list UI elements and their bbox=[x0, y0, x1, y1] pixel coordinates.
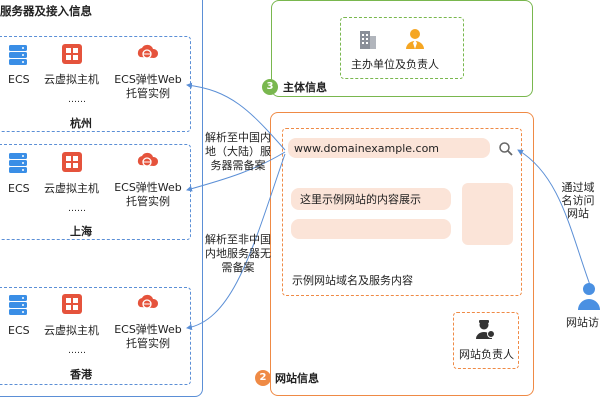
url-text[interactable]: www.domainexample.com bbox=[294, 142, 440, 155]
owner-label: 网站负责人 bbox=[459, 348, 514, 361]
web-cloud-icon bbox=[137, 44, 159, 59]
vhost-label: 云虚拟主机 bbox=[44, 73, 99, 86]
visit-note-line2: 名访问 bbox=[561, 194, 595, 207]
visitor-label: 网站访 bbox=[566, 316, 599, 329]
website-caption: 示例网站域名及服务内容 bbox=[292, 274, 413, 287]
subject-badge: 3 bbox=[262, 79, 278, 95]
website-badge: 2 bbox=[255, 370, 271, 386]
ecs-label: ECS bbox=[8, 73, 30, 86]
mainland-note-line1: 解析至中国内 bbox=[205, 131, 271, 144]
subject-panel-title: 主体信息 bbox=[283, 81, 327, 94]
region-label: 香港 bbox=[70, 368, 92, 381]
web-label-line2: 托管实例 bbox=[126, 337, 170, 350]
mainland-note-line2: 地（大陆）服 bbox=[205, 145, 271, 158]
web-label-line1: ECS弹性Web bbox=[114, 323, 182, 336]
placeholder-bar bbox=[291, 219, 451, 239]
content-bar bbox=[291, 188, 451, 210]
website-mock-frame bbox=[282, 128, 522, 296]
ecs-label: ECS bbox=[8, 324, 30, 337]
ecs-label: ECS bbox=[8, 182, 30, 195]
visit-note-line1: 通过域 bbox=[561, 181, 595, 194]
dots-label: …… bbox=[68, 346, 86, 356]
visitor-icon bbox=[578, 283, 600, 310]
subject-panel bbox=[271, 0, 533, 97]
subject-label: 主办单位及负责人 bbox=[351, 58, 439, 71]
web-label-line2: 托管实例 bbox=[126, 87, 170, 100]
placeholder-image bbox=[462, 183, 513, 245]
website-panel-title: 网站信息 bbox=[275, 372, 319, 385]
server-icon bbox=[9, 295, 27, 315]
server-group-shanghai bbox=[0, 144, 191, 240]
server-icon bbox=[9, 45, 27, 65]
virtual-host-icon bbox=[62, 152, 82, 172]
dots-label: …… bbox=[68, 204, 86, 214]
region-label: 杭州 bbox=[70, 117, 92, 130]
url-bar[interactable] bbox=[288, 138, 490, 158]
search-icon[interactable] bbox=[498, 141, 514, 157]
building-icon bbox=[360, 31, 376, 49]
subject-inner-box bbox=[340, 17, 464, 79]
mainland-note-line3: 务器需备案 bbox=[210, 159, 266, 172]
virtual-host-icon bbox=[62, 44, 82, 64]
virtual-host-icon bbox=[62, 294, 82, 314]
non-mainland-note-line2: 内地服务器无 bbox=[205, 247, 271, 260]
visit-note-line3: 网站 bbox=[567, 207, 589, 220]
server-panel-title: 服务器及接入信息 bbox=[0, 4, 92, 18]
web-cloud-icon bbox=[137, 294, 159, 309]
content-text: 这里示例网站的内容展示 bbox=[300, 193, 421, 206]
web-label-line2: 托管实例 bbox=[126, 195, 170, 208]
region-label: 上海 bbox=[70, 225, 92, 238]
server-icon bbox=[9, 153, 27, 173]
dots-label: …… bbox=[68, 95, 86, 105]
server-panel bbox=[0, 0, 203, 397]
owner-box bbox=[453, 312, 519, 369]
non-mainland-note-line1: 解析至非中国 bbox=[205, 233, 271, 246]
person-icon bbox=[406, 29, 424, 49]
vhost-label: 云虚拟主机 bbox=[44, 182, 99, 195]
web-label-line1: ECS弹性Web bbox=[114, 181, 182, 194]
web-cloud-icon bbox=[137, 152, 159, 167]
website-panel bbox=[270, 112, 534, 396]
server-group-hongkong bbox=[0, 287, 191, 385]
vhost-label: 云虚拟主机 bbox=[44, 324, 99, 337]
web-label-line1: ECS弹性Web bbox=[114, 73, 182, 86]
admin-icon bbox=[476, 320, 495, 339]
non-mainland-note-line3: 需备案 bbox=[221, 261, 255, 274]
